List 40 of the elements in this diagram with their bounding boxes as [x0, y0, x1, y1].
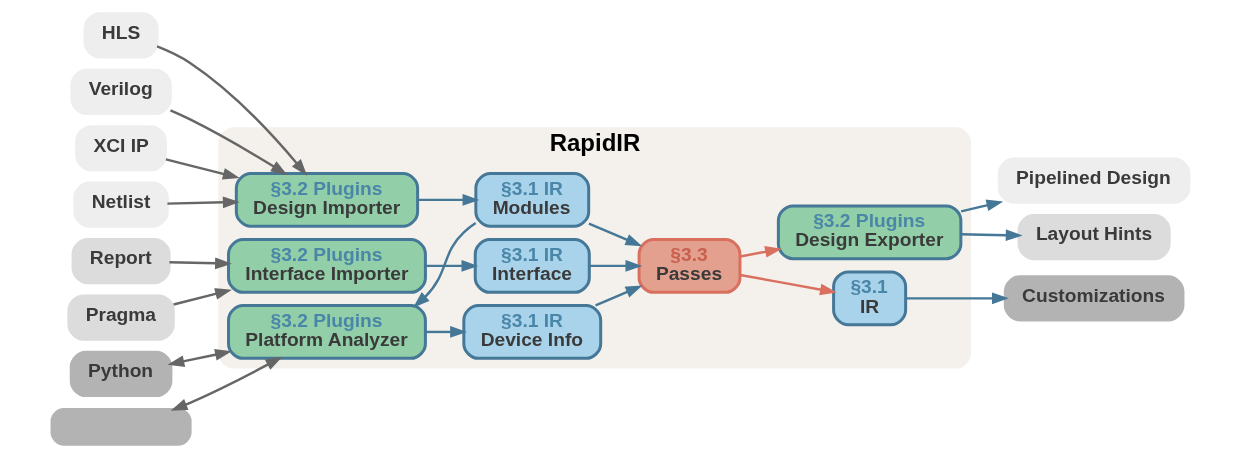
- node-box: Verilog: [70, 68, 172, 115]
- arrow: [961, 228, 1023, 241]
- arrow: [960, 199, 1004, 212]
- arrow: [740, 245, 782, 258]
- node-box: §3.2 Plugins Interface Importer: [227, 237, 427, 294]
- arrow: [170, 108, 288, 175]
- arrow: [167, 348, 232, 367]
- arrow: [588, 221, 643, 246]
- node-box: HLS: [83, 11, 159, 58]
- node-box: §3.1 IR Interface: [473, 237, 591, 294]
- arrow: [595, 285, 643, 307]
- node-box: §3.3 Passes: [637, 237, 742, 294]
- node-box: [50, 407, 192, 446]
- node-box: §3.2 Plugins Design Exporter: [776, 203, 963, 260]
- arrow: [156, 44, 308, 176]
- arrow: [740, 273, 837, 295]
- arrow: [167, 195, 240, 208]
- node-box: Layout Hints: [1017, 213, 1171, 260]
- node-box: §3.1 IR Device Info: [462, 303, 603, 360]
- node-box: Pragma: [67, 293, 175, 341]
- arrow: [589, 259, 643, 272]
- arrow: [425, 259, 479, 272]
- node-box: §3.2 Plugins Platform Analyzer: [227, 303, 427, 360]
- arrow: [169, 256, 232, 269]
- node-box: Report: [71, 237, 171, 284]
- node-box: XCI IP: [75, 124, 167, 171]
- arrow: [906, 291, 1009, 304]
- arrow: [173, 287, 232, 306]
- node-box: §3.2 Plugins Design Importer: [234, 171, 420, 228]
- arrow: [413, 221, 477, 308]
- node-box: Python: [69, 350, 173, 397]
- node-box: §3.1 IR Modules: [474, 171, 591, 228]
- arrow: [417, 193, 480, 206]
- arrow: [165, 157, 240, 180]
- node-box: Netlist: [73, 181, 169, 228]
- arrow: [170, 356, 283, 411]
- node-box: Customizations: [1003, 274, 1185, 321]
- node-box: §3.1 IR: [832, 269, 908, 326]
- arrow: [425, 325, 467, 338]
- node-box: Pipelined Design: [997, 157, 1191, 204]
